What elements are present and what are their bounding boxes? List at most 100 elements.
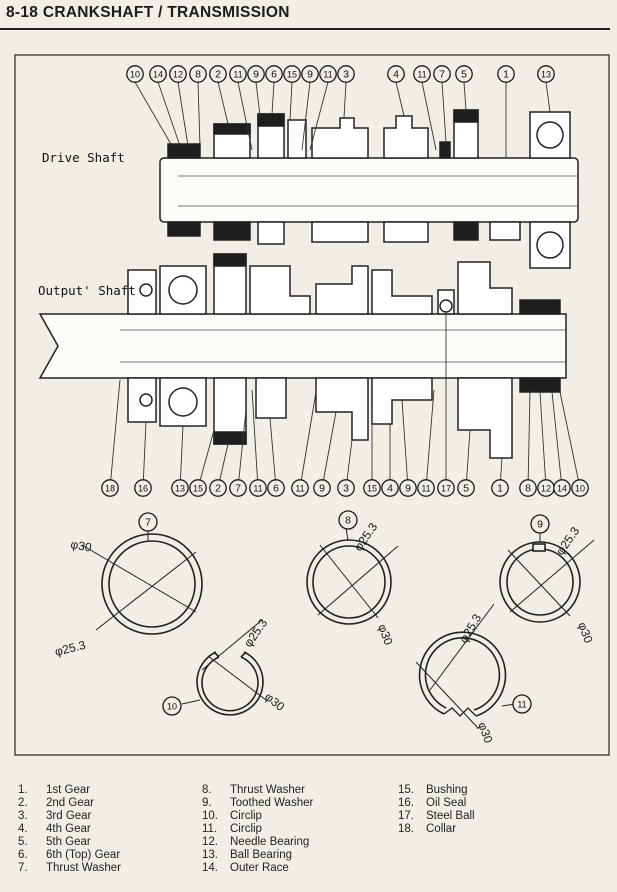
washer-8-outer-dim: φ30 <box>375 622 395 647</box>
callout-bottom-1: 1 <box>491 479 509 497</box>
callout-top-14: 14 <box>149 65 167 83</box>
svg-text:11: 11 <box>517 700 526 710</box>
svg-text:10: 10 <box>575 484 585 494</box>
legend-item: 16.Oil Seal <box>398 797 475 810</box>
washer-callout-8: 8 <box>338 510 358 530</box>
legend-item: 11. Circlip <box>202 823 313 836</box>
legend-item-number: 12. <box>202 836 218 848</box>
callout-bottom-13: 13 <box>171 479 189 497</box>
svg-text:4: 4 <box>393 69 399 81</box>
svg-text:14: 14 <box>557 484 567 494</box>
callout-bottom-9: 9 <box>399 479 417 497</box>
svg-text:8: 8 <box>525 483 531 495</box>
legend-item-text: Steel Ball <box>426 810 475 822</box>
legend-item-number: 11. <box>202 823 218 835</box>
legend-item: 1.1st Gear <box>18 784 121 797</box>
svg-text:11: 11 <box>323 70 332 80</box>
svg-text:10: 10 <box>167 702 177 712</box>
circlip-11-inner-dim: φ25.3 <box>456 611 484 645</box>
legend-item-text: 6th (Top) Gear <box>46 849 121 861</box>
svg-text:7: 7 <box>235 483 241 495</box>
drive-shaft-label: Drive Shaft <box>42 150 125 165</box>
callout-bottom-11: 11 <box>417 479 435 497</box>
callout-top-15: 15 <box>283 65 301 83</box>
svg-text:8: 8 <box>345 515 351 527</box>
callout-top-11: 11 <box>229 65 247 83</box>
legend-item-number: 5. <box>18 836 28 848</box>
svg-text:13: 13 <box>175 484 185 494</box>
svg-text:2: 2 <box>215 69 221 81</box>
svg-text:11: 11 <box>253 484 262 494</box>
svg-text:18: 18 <box>105 484 115 494</box>
legend-item-text: Needle Bearing <box>230 836 310 848</box>
svg-text:12: 12 <box>173 70 183 80</box>
legend-item-number: 6. <box>18 849 28 861</box>
callout-top-12: 12 <box>169 65 187 83</box>
drive-shaft-body <box>159 157 579 223</box>
callout-bottom-11: 11 <box>249 479 267 497</box>
svg-text:3: 3 <box>343 69 349 81</box>
callout-bottom-17: 17 <box>437 479 455 497</box>
svg-text:5: 5 <box>461 69 467 81</box>
circlip-10-outer-dim: φ30 <box>262 690 287 715</box>
legend-item: 7. Thrust Washer <box>18 862 121 875</box>
callout-top-2: 2 <box>209 65 227 83</box>
svg-text:1: 1 <box>497 483 503 495</box>
washer-9 <box>499 532 595 623</box>
legend-item-number: 16. <box>398 797 414 809</box>
drive-gear-4 <box>383 115 429 159</box>
washer-9-outer-dim: φ30 <box>575 620 595 645</box>
legend-item-text: Circlip <box>230 823 262 835</box>
legend-item-text: Circlip <box>230 810 262 822</box>
legend-item: 4.4th Gear <box>18 823 121 836</box>
callout-top-11: 11 <box>413 65 431 83</box>
callout-bottom-4: 4 <box>381 479 399 497</box>
legend-item-number: 3. <box>18 810 28 822</box>
callout-bottom-15: 15 <box>363 479 381 497</box>
legend-item-text: Collar <box>426 823 457 835</box>
svg-text:10: 10 <box>130 70 140 80</box>
legend-item-number: 4. <box>18 823 28 835</box>
svg-text:11: 11 <box>417 70 426 80</box>
steel-ball <box>439 299 453 313</box>
legend-item: 12. Needle Bearing <box>202 836 313 849</box>
svg-text:13: 13 <box>541 70 551 80</box>
legend-item-number: 13. <box>202 849 218 861</box>
callout-bottom-8: 8 <box>519 479 537 497</box>
svg-text:11: 11 <box>295 484 304 494</box>
legend-item-number: 15. <box>398 784 414 796</box>
legend-item-text: Thrust Washer <box>46 862 121 874</box>
callout-top-9: 9 <box>301 65 319 83</box>
svg-text:16: 16 <box>138 484 148 494</box>
legend-item-text: 1st Gear <box>46 784 91 796</box>
svg-text:15: 15 <box>287 70 297 80</box>
circlip-11 <box>415 603 516 729</box>
legend-item-number: 7. <box>18 862 28 874</box>
legend-item-number: 9. <box>202 797 212 809</box>
header-rule <box>0 28 610 30</box>
drive-shaft-assembly <box>159 109 579 269</box>
svg-text:15: 15 <box>193 484 203 494</box>
callout-top-8: 8 <box>189 65 207 83</box>
callout-bottom-16: 16 <box>134 479 152 497</box>
washer-8 <box>306 527 399 625</box>
circlip-11-outer-dim: φ30 <box>475 720 495 745</box>
legend-item-text: 2nd Gear <box>46 797 94 809</box>
legend-item-number: 2. <box>18 797 28 809</box>
svg-text:6: 6 <box>273 483 279 495</box>
legend-item: 5.5th Gear <box>18 836 121 849</box>
svg-text:9: 9 <box>405 483 411 495</box>
output-shaft-body <box>38 313 567 379</box>
legend-item-number: 8. <box>202 784 212 796</box>
svg-text:4: 4 <box>387 483 393 495</box>
svg-text:15: 15 <box>367 484 377 494</box>
svg-text:11: 11 <box>421 484 430 494</box>
legend-item: 17.Steel Ball <box>398 810 475 823</box>
svg-text:1: 1 <box>503 69 509 81</box>
legend-item: 15.Bushing <box>398 784 475 797</box>
callout-top-13: 13 <box>537 65 555 83</box>
